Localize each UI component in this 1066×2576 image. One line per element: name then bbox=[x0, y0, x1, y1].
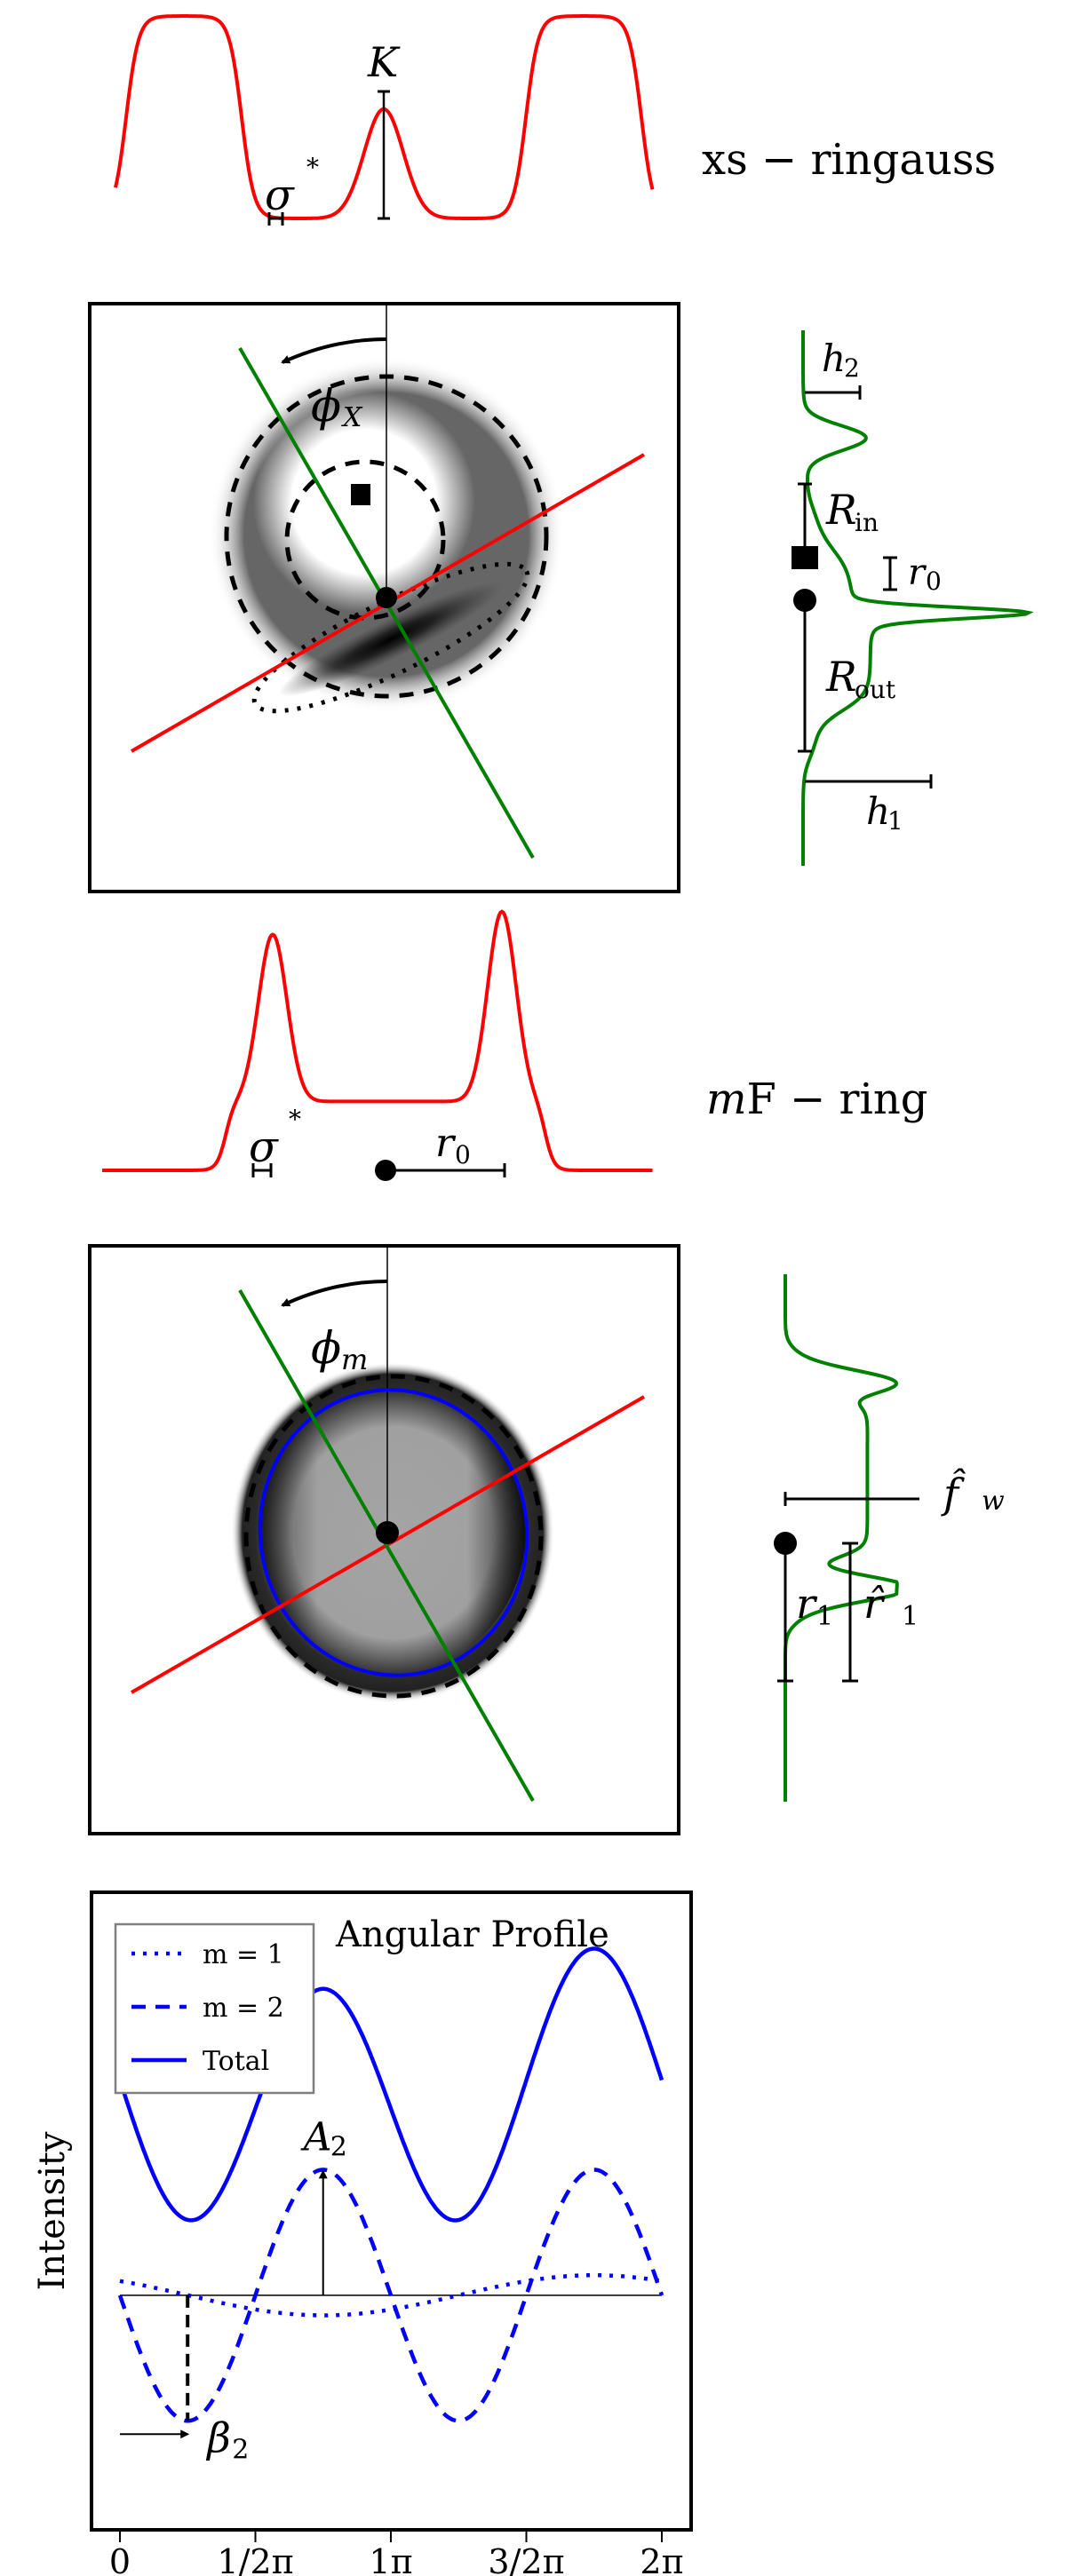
x-axis-ticks: 0 1/2π 1π 3/2π 2π bbox=[109, 2532, 684, 2576]
xs-ringauss-radial-panel: h 2 R in R out r 0 h 1 bbox=[792, 330, 1034, 866]
mfring-radial-panel: f̂ w r 1 r̂ 1 bbox=[774, 1274, 1005, 1802]
inner-radius-circle bbox=[284, 459, 446, 621]
phi-m-subscript: m bbox=[341, 1343, 368, 1376]
r0-subscript: 0 bbox=[926, 567, 942, 596]
outer-dashed-circle bbox=[243, 1374, 544, 1699]
phi-X-subscript: X bbox=[341, 402, 363, 433]
mfring-model-label: mF − ring bbox=[706, 1074, 928, 1124]
center-marker-2 bbox=[376, 1521, 399, 1544]
x-tick-label-1: 1/2π bbox=[217, 2542, 293, 2576]
fw-label: f̂ bbox=[941, 1468, 967, 1518]
angle-arc bbox=[281, 337, 387, 364]
phi-X-label: ϕ bbox=[311, 380, 341, 432]
square-marker-radial bbox=[792, 546, 818, 569]
r1-subscript: 1 bbox=[816, 1601, 833, 1632]
K-label: K bbox=[367, 38, 401, 86]
minor-axis-line-2 bbox=[238, 1289, 535, 1802]
center-marker bbox=[376, 587, 397, 608]
beta2-label: β bbox=[205, 2414, 231, 2461]
h2-label: h bbox=[822, 337, 846, 380]
chart-legend: m = 1 m = 2 Total bbox=[114, 1922, 315, 2095]
mfring-radial-curve bbox=[784, 1274, 899, 1802]
r0-label-profile: r bbox=[435, 1121, 457, 1166]
mfring-profile-panel: σ * r 0 mF − ring bbox=[102, 909, 928, 1181]
legend-frame bbox=[114, 1922, 315, 2095]
legend-label-m1: m = 1 bbox=[203, 1939, 284, 1970]
x-tick-label-2: 1π bbox=[369, 2542, 412, 2576]
series-m2-line bbox=[117, 2168, 664, 2423]
x-tick-label-3: 3/2π bbox=[488, 2542, 564, 2576]
legend-label-m2: m = 2 bbox=[203, 1993, 284, 2024]
gaussian-component-contour bbox=[251, 561, 530, 714]
h1-label: h bbox=[866, 789, 890, 833]
h1-subscript: 1 bbox=[887, 806, 903, 836]
sigma-label-2: σ bbox=[249, 1122, 279, 1172]
xs-ringauss-image-panel: ϕ X bbox=[88, 302, 680, 893]
r1hat-subscript: 1 bbox=[902, 1601, 919, 1632]
ring-dark-streak bbox=[278, 582, 504, 697]
Rin-label: R bbox=[825, 486, 857, 534]
Rout-label: R bbox=[825, 653, 857, 701]
x-tick-label-4: 2π bbox=[640, 2542, 683, 2576]
mfring-profile-curve bbox=[102, 909, 653, 1172]
A2-subscript: 2 bbox=[330, 2131, 347, 2162]
beta2-subscript: 2 bbox=[232, 2434, 249, 2465]
sigma-label: σ bbox=[265, 170, 295, 220]
A2-label: A bbox=[300, 2114, 332, 2160]
angle-arc-2 bbox=[281, 1280, 388, 1307]
xs-ringauss-radial-curve bbox=[801, 330, 1034, 866]
r0-label: r bbox=[908, 552, 927, 593]
outer-radius-circle bbox=[224, 374, 549, 699]
fw-subscript: w bbox=[982, 1486, 1005, 1517]
mfring-image-panel: ϕ m bbox=[88, 1244, 680, 1835]
Rin-subscript: in bbox=[855, 508, 879, 537]
phi-m-label: ϕ bbox=[311, 1322, 341, 1374]
r1-label: r bbox=[796, 1580, 818, 1628]
y-axis-label: Intensity bbox=[32, 2131, 73, 2290]
xs-ringauss-profile-panel: K σ * xs − ringauss bbox=[114, 14, 996, 226]
square-marker bbox=[351, 484, 370, 505]
series-m1-line bbox=[119, 2272, 663, 2318]
chart-title: Angular Profile bbox=[335, 1914, 609, 1955]
series-total-line bbox=[117, 1946, 664, 2223]
r0-subscript-profile: 0 bbox=[455, 1140, 471, 1169]
angular-profile-chart: A 2 β 2 Angular Profile m = 1 m = 2 Tota… bbox=[32, 1890, 693, 2576]
Rout-subscript: out bbox=[855, 675, 896, 704]
sigma-star: * bbox=[306, 153, 319, 182]
sigma-star-2: * bbox=[289, 1105, 301, 1134]
legend-label-total: Total bbox=[203, 2046, 269, 2077]
x-tick-label-0: 0 bbox=[109, 2542, 131, 2576]
fitted-ring-ellipse bbox=[258, 1388, 529, 1677]
xs-ringauss-model-label: xs − ringauss bbox=[702, 135, 996, 185]
h2-subscript: 2 bbox=[844, 353, 860, 383]
r1hat-label: r̂ bbox=[863, 1580, 886, 1628]
